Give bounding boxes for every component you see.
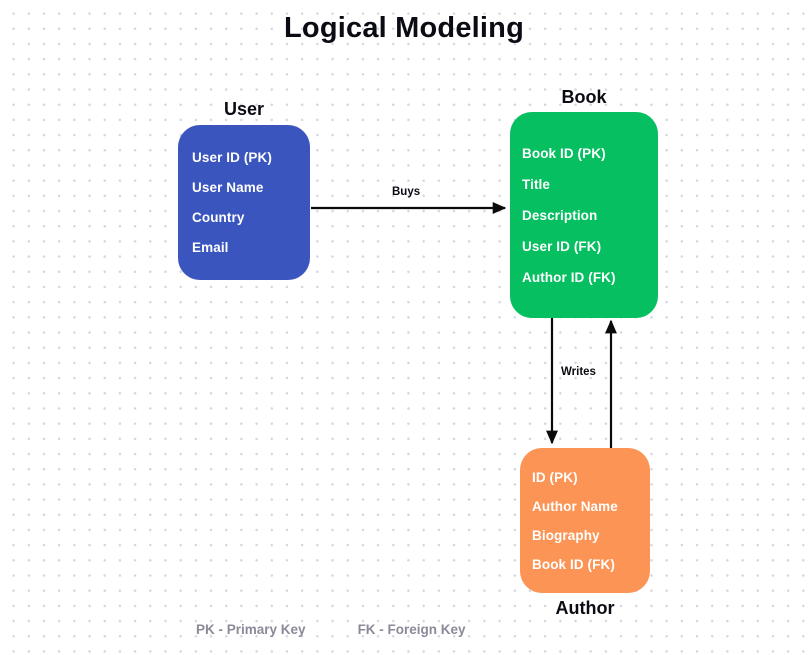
entity-user-field: Country xyxy=(192,210,245,225)
entity-label-book: Book xyxy=(561,87,607,107)
entity-book-field-list: Book ID (PK) Title Description User ID (… xyxy=(522,112,646,318)
page-title: Logical Modeling xyxy=(283,12,525,44)
entity-label-user: User xyxy=(223,99,265,119)
entity-author-field: Author Name xyxy=(532,498,618,514)
relationship-label-writes: Writes xyxy=(561,366,596,378)
entity-user-field: User Name xyxy=(192,180,264,195)
entity-user-field: Email xyxy=(192,240,229,255)
entity-author-field: Biography xyxy=(532,527,600,543)
entity-author-field: ID (PK) xyxy=(532,469,578,485)
entity-book-field: User ID (FK) xyxy=(522,238,602,254)
entity-book-field: Title xyxy=(522,176,551,192)
entity-box-book[interactable]: Book ID (PK) Title Description User ID (… xyxy=(510,112,658,318)
entity-author-field: Book ID (FK) xyxy=(532,556,615,572)
legend: PK - Primary Key FK - Foreign Key xyxy=(196,622,466,637)
entity-label-author: Author xyxy=(555,598,615,618)
entity-box-author[interactable]: ID (PK) Author Name Biography Book ID (F… xyxy=(520,448,650,593)
legend-item-fk: FK - Foreign Key xyxy=(357,622,466,637)
entity-book-field: Book ID (PK) xyxy=(522,145,606,161)
entity-author-field-list: ID (PK) Author Name Biography Book ID (F… xyxy=(532,448,638,593)
legend-item-pk: PK - Primary Key xyxy=(196,622,306,637)
entity-user-field-list: User ID (PK) User Name Country Email xyxy=(192,125,296,280)
entity-user-field: User ID (PK) xyxy=(192,150,272,165)
entity-book-field: Description xyxy=(522,207,598,223)
entity-book-field: Author ID (FK) xyxy=(522,269,616,285)
entity-box-user[interactable]: User ID (PK) User Name Country Email xyxy=(178,125,310,280)
relationship-label-buys: Buys xyxy=(392,186,421,198)
